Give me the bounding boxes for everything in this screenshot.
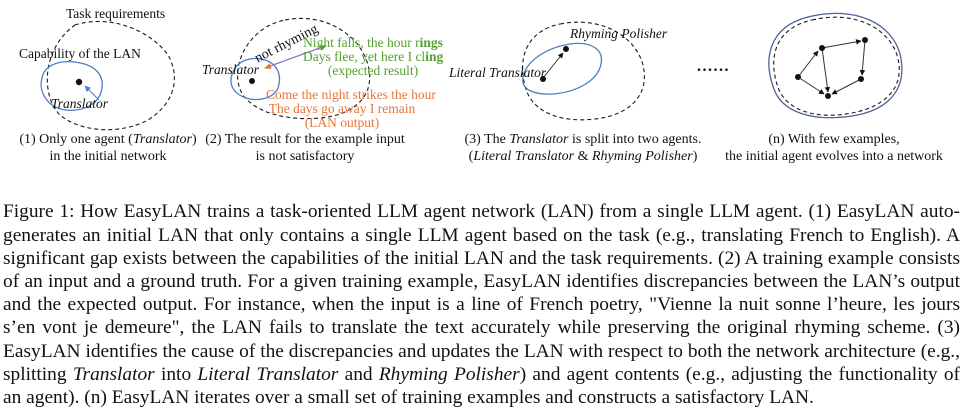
output-line3: (LAN output) [304,115,380,130]
panel2-caption: (2) The result for the example input is … [200,131,410,165]
capability-label: Capability of the LAN [19,46,141,61]
lan-output-text: Come the night strikes the hour The days… [266,87,436,130]
panel1-caption-line2: in the initial network [49,149,167,164]
task-requirements-label: Task requirements [66,6,166,21]
panel1-agent-pointer-arrow [84,85,100,101]
panel3-task-boundary [521,21,645,121]
expected-line1: Night falls, the hour rings [303,35,443,50]
panel2-agent-node [249,78,255,84]
paneln-caption-line1: (n) With few examples, [768,132,900,147]
panel2-task-boundary [237,18,371,120]
panel2-capability-blob [230,57,281,101]
expected-line2: Days flee, yet here I cling [303,49,444,64]
paneln-network-edges [797,39,866,95]
ellipsis-separator: ...... [697,58,730,75]
panel2-caption-line1: (2) The result for the example input [205,132,405,147]
panel3-agent-edge [542,52,564,79]
expected-result-text: Night falls, the hour rings Days flee, y… [303,36,443,78]
paneln-task-boundary [773,16,900,116]
figure-diagram-row: Task requirements Capability of the LAN … [0,0,963,172]
panel3-caption: (3) The Translator is split into two age… [458,131,708,165]
literal-translator-label: Literal Translator [449,65,547,80]
expected-line3: (expected result) [327,63,419,78]
panel3-capability-blob [522,42,603,95]
panel1-agent-node [75,78,83,86]
figure-caption: Figure 1: How EasyLAN trains a task-orie… [3,201,960,409]
panel3-caption-line2: (Literal Translator & Rhyming Polisher) [468,149,698,164]
panel3-translator-node [540,76,546,82]
output-line1: Come the night strikes the hour [266,87,436,102]
paneln-network-nodes [795,37,868,99]
panel3-caption-line1: (3) The Translator is split into two age… [464,132,702,147]
panel1-capability-blob [40,60,103,111]
panel2-caption-line2: is not satisfactory [255,149,355,164]
diagram-shapes [40,12,903,131]
paneln-caption-line2: the initial agent evolves into a network [725,149,943,164]
panel2-discrepancy-arrow [264,45,327,69]
panel1-caption: (1) Only one agent (Translator) in the i… [8,131,208,165]
panel1-caption-line1: (1) Only one agent (Translator) [19,132,197,147]
output-line2: The days go away I remain [268,101,416,116]
panel2-translator-label: Translator [202,62,260,77]
panel3-polisher-node [563,46,569,52]
panel1-translator-label: Translator [51,96,109,111]
rhyming-polisher-label: Rhyming Polisher [570,26,668,41]
panel1-task-boundary [46,21,175,131]
paneln-caption: (n) With few examples, the initial agent… [723,131,945,165]
paneln-capability-blob [768,12,903,119]
